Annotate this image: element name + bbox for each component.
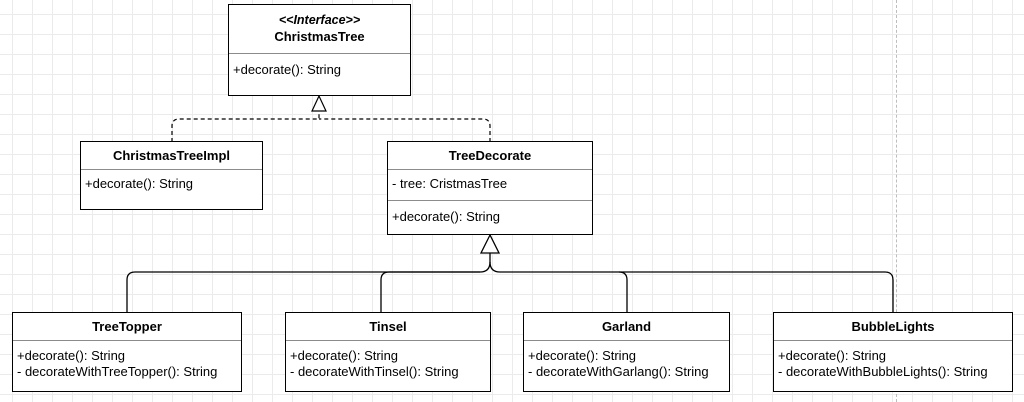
realization-arrowhead (311, 94, 327, 112)
methods-section: +decorate(): String (388, 201, 592, 225)
method: +decorate(): String (233, 62, 342, 77)
class-header: TreeDecorate (388, 142, 592, 170)
method: - decorateWithGarlang(): String (528, 364, 709, 379)
class-header: Garland (524, 313, 729, 341)
class-tree-topper[interactable]: TreeTopper +decorate(): String - decorat… (12, 312, 242, 392)
class-name: Garland (601, 318, 652, 334)
class-header: Tinsel (286, 313, 490, 341)
interface-stereotype: <<Interface>> (278, 12, 361, 27)
method: - decorateWithTreeTopper(): String (17, 364, 218, 379)
methods-section: +decorate(): String - decorateWithGarlan… (524, 341, 729, 380)
methods-section: +decorate(): String (229, 54, 410, 78)
method: - decorateWithTinsel(): String (290, 364, 459, 379)
class-christmas-tree-impl[interactable]: ChristmasTreeImpl +decorate(): String (80, 141, 263, 210)
class-header: <<Interface>> ChristmasTree (229, 5, 410, 54)
inheritance-edge-tinsel (380, 271, 480, 313)
class-tinsel[interactable]: Tinsel +decorate(): String - decorateWit… (285, 312, 491, 392)
method: +decorate(): String (392, 209, 501, 224)
attribute: - tree: CristmasTree (392, 176, 508, 191)
methods-section: +decorate(): String - decorateWithTreeTo… (13, 341, 241, 380)
realization-edge-impl (171, 112, 320, 142)
class-christmas-tree[interactable]: <<Interface>> ChristmasTree +decorate():… (228, 4, 411, 96)
methods-section: +decorate(): String - decorateWithTinsel… (286, 341, 490, 380)
class-header: ChristmasTreeImpl (81, 142, 262, 170)
method: +decorate(): String (528, 348, 637, 363)
methods-section: +decorate(): String - decorateWithBubble… (774, 341, 1012, 380)
class-name: ChristmasTree (274, 28, 365, 44)
method: +decorate(): String (85, 176, 194, 191)
class-tree-decorate[interactable]: TreeDecorate - tree: CristmasTree +decor… (387, 141, 593, 235)
inheritance-edge-tree-topper (126, 253, 491, 313)
class-header: BubbleLights (774, 313, 1012, 341)
page-guide-line (896, 0, 897, 402)
method: +decorate(): String (290, 348, 399, 363)
inheritance-edge-garland (489, 261, 628, 313)
method: - decorateWithBubbleLights(): String (778, 364, 988, 379)
class-name: TreeTopper (92, 318, 162, 334)
method: +decorate(): String (17, 348, 126, 363)
class-bubble-lights[interactable]: BubbleLights +decorate(): String - decor… (773, 312, 1013, 392)
class-name: ChristmasTreeImpl (112, 147, 231, 163)
method: +decorate(): String (778, 348, 887, 363)
inheritance-arrowhead (479, 233, 501, 254)
realization-edge-decorator (319, 118, 491, 142)
methods-section: +decorate(): String (81, 170, 262, 192)
class-garland[interactable]: Garland +decorate(): String - decorateWi… (523, 312, 730, 392)
class-name: Tinsel (369, 318, 407, 334)
inheritance-edge-bubble-lights (619, 271, 894, 313)
attributes-section: - tree: CristmasTree (388, 170, 592, 201)
class-name: BubbleLights (851, 318, 935, 334)
class-header: TreeTopper (13, 313, 241, 341)
class-name: TreeDecorate (448, 147, 532, 163)
